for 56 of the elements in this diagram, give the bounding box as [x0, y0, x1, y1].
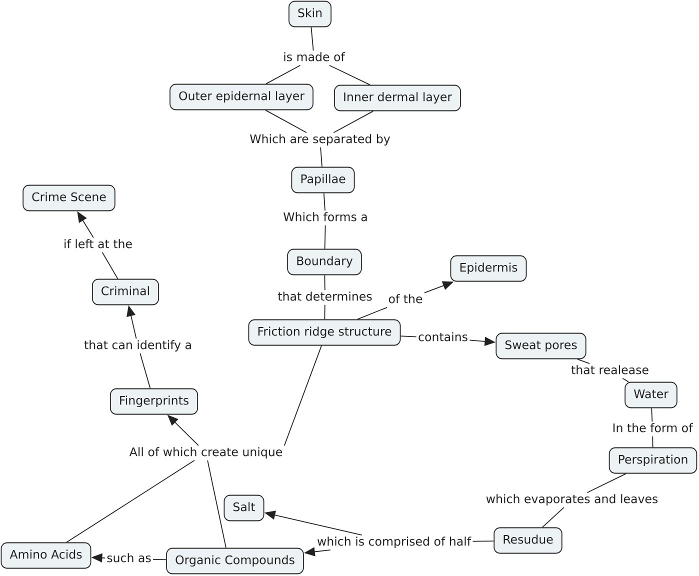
concept-box: Inner dermal layer: [334, 84, 461, 112]
linking-phrase: is made of: [284, 52, 346, 62]
connector-line: [400, 336, 417, 338]
connector-line: [266, 64, 301, 84]
concept-box: Salt: [224, 494, 264, 522]
linking-phrase: All of which create unique: [129, 447, 282, 459]
connector-line: [329, 64, 370, 86]
connector-line: [323, 192, 326, 212]
connector-line: [576, 358, 590, 364]
concept-box: Criminal: [92, 278, 160, 306]
connector-line: [472, 540, 494, 542]
concept-box: Amino Acids: [0, 542, 92, 569]
concept-box: Sweat pores: [496, 332, 586, 360]
linking-phrase: that determines: [278, 292, 372, 301]
concept-box: Outer epidernal layer: [170, 84, 314, 110]
linking-phrase: of the: [388, 294, 422, 304]
linking-phrase: contains: [418, 332, 468, 342]
concept-box: Organic Compounds: [166, 548, 304, 574]
connector-line: [320, 146, 322, 168]
connector-line: [265, 110, 307, 134]
linking-phrase: that realease: [571, 365, 648, 374]
concept-box: Crime Scene: [22, 184, 116, 212]
linking-phrase: which is comprised of half: [317, 536, 472, 548]
connector-line: [152, 559, 167, 560]
connector-line: [310, 26, 314, 52]
connector-line: [586, 473, 626, 494]
connector-line: [622, 378, 629, 382]
concept-box: Epidermis: [450, 255, 527, 282]
connector-line: [324, 304, 326, 320]
connector-line: [356, 306, 388, 320]
connector-line: [324, 224, 326, 250]
connector-line: [102, 252, 118, 280]
connector-line: [140, 352, 151, 389]
concept-box: Friction ridge structure: [248, 319, 401, 346]
concept-box: Fingerprints: [110, 388, 198, 415]
concept-box: Resudue: [494, 527, 562, 554]
concept-box: Papillae: [291, 166, 355, 194]
connector-line: [324, 274, 326, 291]
linking-phrase: if left at the: [64, 239, 132, 248]
linking-phrase: which evaporates and leaves: [486, 494, 658, 506]
connector-line: [207, 460, 226, 548]
linking-phrase: Which are separated by: [250, 134, 390, 146]
connector-line: [542, 506, 564, 528]
linking-phrase: that can identify a: [84, 340, 191, 352]
concept-box: Boundary: [287, 248, 362, 276]
concept-box: Skin: [288, 0, 332, 28]
concept-box: Perspiration: [608, 447, 698, 474]
linking-phrase: such as: [107, 553, 151, 562]
connector-line: [333, 110, 374, 134]
linking-phrase: Which forms a: [284, 212, 367, 222]
linking-phrase: In the form of: [613, 423, 693, 432]
connector-line: [651, 408, 653, 422]
concept-box: Water: [624, 382, 678, 408]
connector-line: [66, 460, 195, 543]
connector-line: [284, 345, 322, 446]
connector-line: [652, 436, 654, 448]
